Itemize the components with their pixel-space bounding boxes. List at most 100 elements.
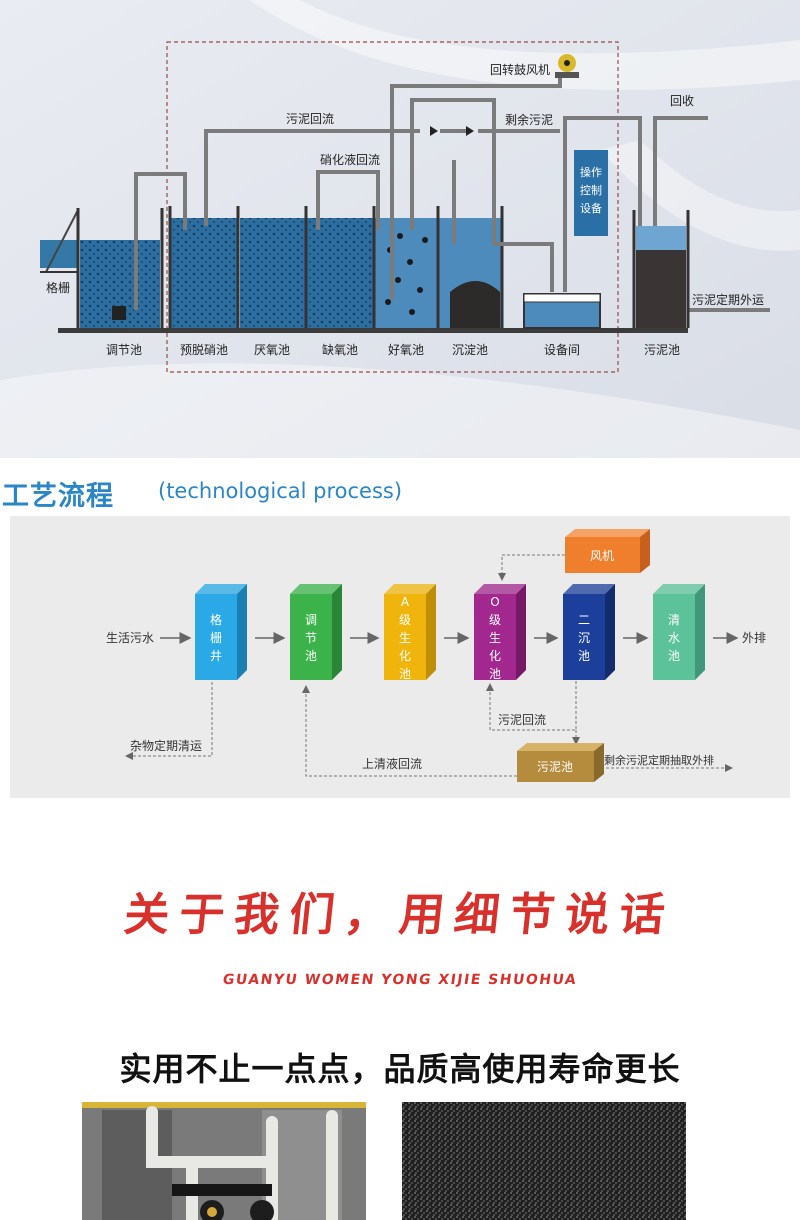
sludge-tank-side xyxy=(594,743,604,782)
tank-sludge xyxy=(636,250,686,328)
recycle-label: 回收 xyxy=(670,94,694,108)
grille-screen xyxy=(45,209,79,273)
flow-box-label: 生 xyxy=(399,631,411,645)
flow-box-label: 井 xyxy=(210,649,222,663)
tank-label: 好氧池 xyxy=(388,343,424,357)
flow-box xyxy=(290,594,332,680)
pump xyxy=(112,306,126,320)
flow-box-label: 池 xyxy=(578,649,590,663)
flow-box-top xyxy=(290,584,342,594)
flow-box-label: 池 xyxy=(399,667,411,681)
tank-label: 设备间 xyxy=(544,343,580,357)
tank-pre-denitrification xyxy=(170,218,238,328)
blower-label: 风机 xyxy=(590,549,614,563)
sludge-tank-box xyxy=(517,751,594,782)
tank-anoxic xyxy=(308,218,374,328)
sludge-out-label: 污泥定期外运 xyxy=(692,292,764,307)
flow-box-label: O xyxy=(490,595,499,609)
tank-aerobic xyxy=(374,218,438,328)
equipment-boundary xyxy=(166,41,619,373)
flow-box-side xyxy=(426,584,436,680)
blower-box xyxy=(565,537,640,573)
flow-box-side xyxy=(237,584,247,680)
flow-box-side xyxy=(605,584,615,680)
flow-box-label: 级 xyxy=(399,613,411,627)
debris-label: 杂物定期清运 xyxy=(130,738,202,753)
flow-box-label: 池 xyxy=(305,649,317,663)
heading-title: 工艺流程 xyxy=(2,481,114,512)
flow-box-label: 水 xyxy=(668,631,680,645)
tank-anaerobic xyxy=(240,218,308,328)
slogan-pinyin: GUANYU WOMEN YONG XIJIE SHUOHUA xyxy=(221,972,579,988)
quality-title: 实用不止一点点，品质高使用寿命更长 xyxy=(119,1050,681,1088)
background-wave xyxy=(250,0,800,90)
flow-box-top xyxy=(653,584,705,594)
grille-label: 格栅 xyxy=(46,280,70,295)
flow-box-label: 池 xyxy=(489,667,501,681)
flow-box-top xyxy=(195,584,247,594)
excess-out-label: 剩余污泥定期抽取外排 xyxy=(604,753,714,767)
tank-label: 厌氧池 xyxy=(254,343,290,357)
equipment-photo xyxy=(82,1102,366,1220)
flow-box-top xyxy=(384,584,436,594)
section-heading: 工艺流程 (technological process) xyxy=(0,458,800,514)
supernatant-return-label: 上清液回流 xyxy=(362,756,422,771)
flow-box xyxy=(474,594,516,680)
unit-lid xyxy=(523,293,601,303)
flow-input-label: 生活污水 xyxy=(106,631,154,645)
flow-box xyxy=(384,594,426,680)
blower-arrow xyxy=(498,554,565,581)
tank-label: 预脱硝池 xyxy=(180,342,228,357)
excess-sludge-label: 剩余污泥 xyxy=(505,112,553,127)
flow-box-label: 化 xyxy=(489,649,501,663)
ground-base xyxy=(58,328,688,333)
tank-label: 污泥池 xyxy=(644,343,680,357)
flow-box-side xyxy=(695,584,705,680)
pipes xyxy=(134,72,770,312)
valve xyxy=(466,126,474,136)
flow-box-label: 级 xyxy=(489,613,501,627)
nitrification-return-label: 硝化液回流 xyxy=(320,152,380,167)
flow-box-side xyxy=(516,584,526,680)
sludge-return-label: 污泥回流 xyxy=(286,112,334,126)
treatment-process-diagram: 操作 控制 设备 格栅 污泥回流 硝化液回流 回转鼓风机 剩余污泥 回收 污泥定… xyxy=(0,0,800,458)
flow-box-top xyxy=(474,584,526,594)
tank-label: 沉淀池 xyxy=(452,343,488,357)
flow-box xyxy=(195,594,237,680)
blower-box-top xyxy=(565,529,650,537)
blower-symbol xyxy=(555,54,579,78)
slogan-title: 关于我们，用细节说话 xyxy=(121,888,678,941)
valve xyxy=(430,126,438,136)
flow-box-label: 化 xyxy=(399,649,411,663)
flow-box-label: A xyxy=(401,595,410,609)
background-wave xyxy=(0,363,800,458)
sludge-tank-water xyxy=(636,226,686,250)
flow-box xyxy=(653,594,695,680)
blower-label: 回转鼓风机 xyxy=(490,62,550,77)
flow-box-label: 清 xyxy=(668,613,680,627)
tank-walls xyxy=(632,210,690,328)
sludge-tank-label: 污泥池 xyxy=(537,760,573,774)
background-wave xyxy=(600,140,800,251)
flow-box-label: 格 xyxy=(210,612,222,627)
filter-media-photo xyxy=(402,1102,686,1220)
supernatant-return-arrow xyxy=(302,685,517,777)
settling-cone xyxy=(450,281,500,328)
heading-subtitle: (technological process) xyxy=(158,479,403,503)
sludge-tank-top xyxy=(517,743,604,751)
control-label: 操作 xyxy=(580,165,602,179)
control-box xyxy=(574,150,608,236)
slogan-section: 关于我们，用细节说话 GUANYU WOMEN YONG XIJIE SHUOH… xyxy=(0,860,800,1010)
flow-box-label: 节 xyxy=(305,631,317,645)
control-label: 设备 xyxy=(580,201,602,215)
flow-box-label: 调 xyxy=(305,613,317,627)
control-label: 控制 xyxy=(580,183,602,197)
tank-label: 缺氧池 xyxy=(322,342,358,357)
blower-box-side xyxy=(640,529,650,573)
flow-box-label: 沉 xyxy=(578,631,590,645)
tank-walls xyxy=(168,206,504,328)
tank-label: 调节池 xyxy=(106,343,142,357)
